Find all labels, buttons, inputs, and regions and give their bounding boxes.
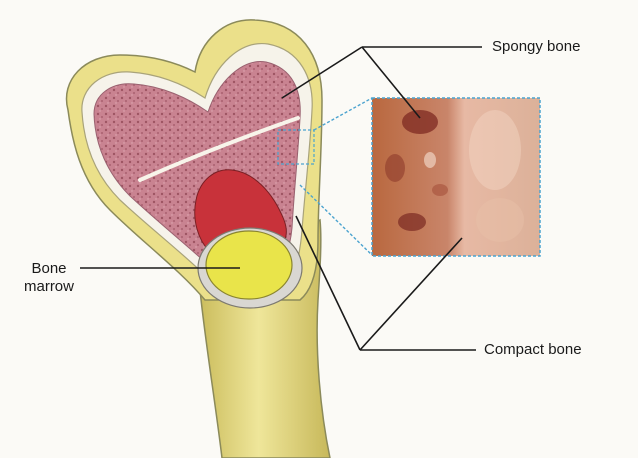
bone-marrow-label-line2: marrow: [20, 278, 78, 296]
yellow-marrow: [206, 231, 292, 299]
bone-marrow-label-line1: Bone: [20, 260, 78, 278]
bone-marrow-label: Bone marrow: [20, 260, 78, 296]
spongy-bone-label: Spongy bone: [492, 38, 580, 56]
compact-bone-label: Compact bone: [484, 341, 582, 359]
